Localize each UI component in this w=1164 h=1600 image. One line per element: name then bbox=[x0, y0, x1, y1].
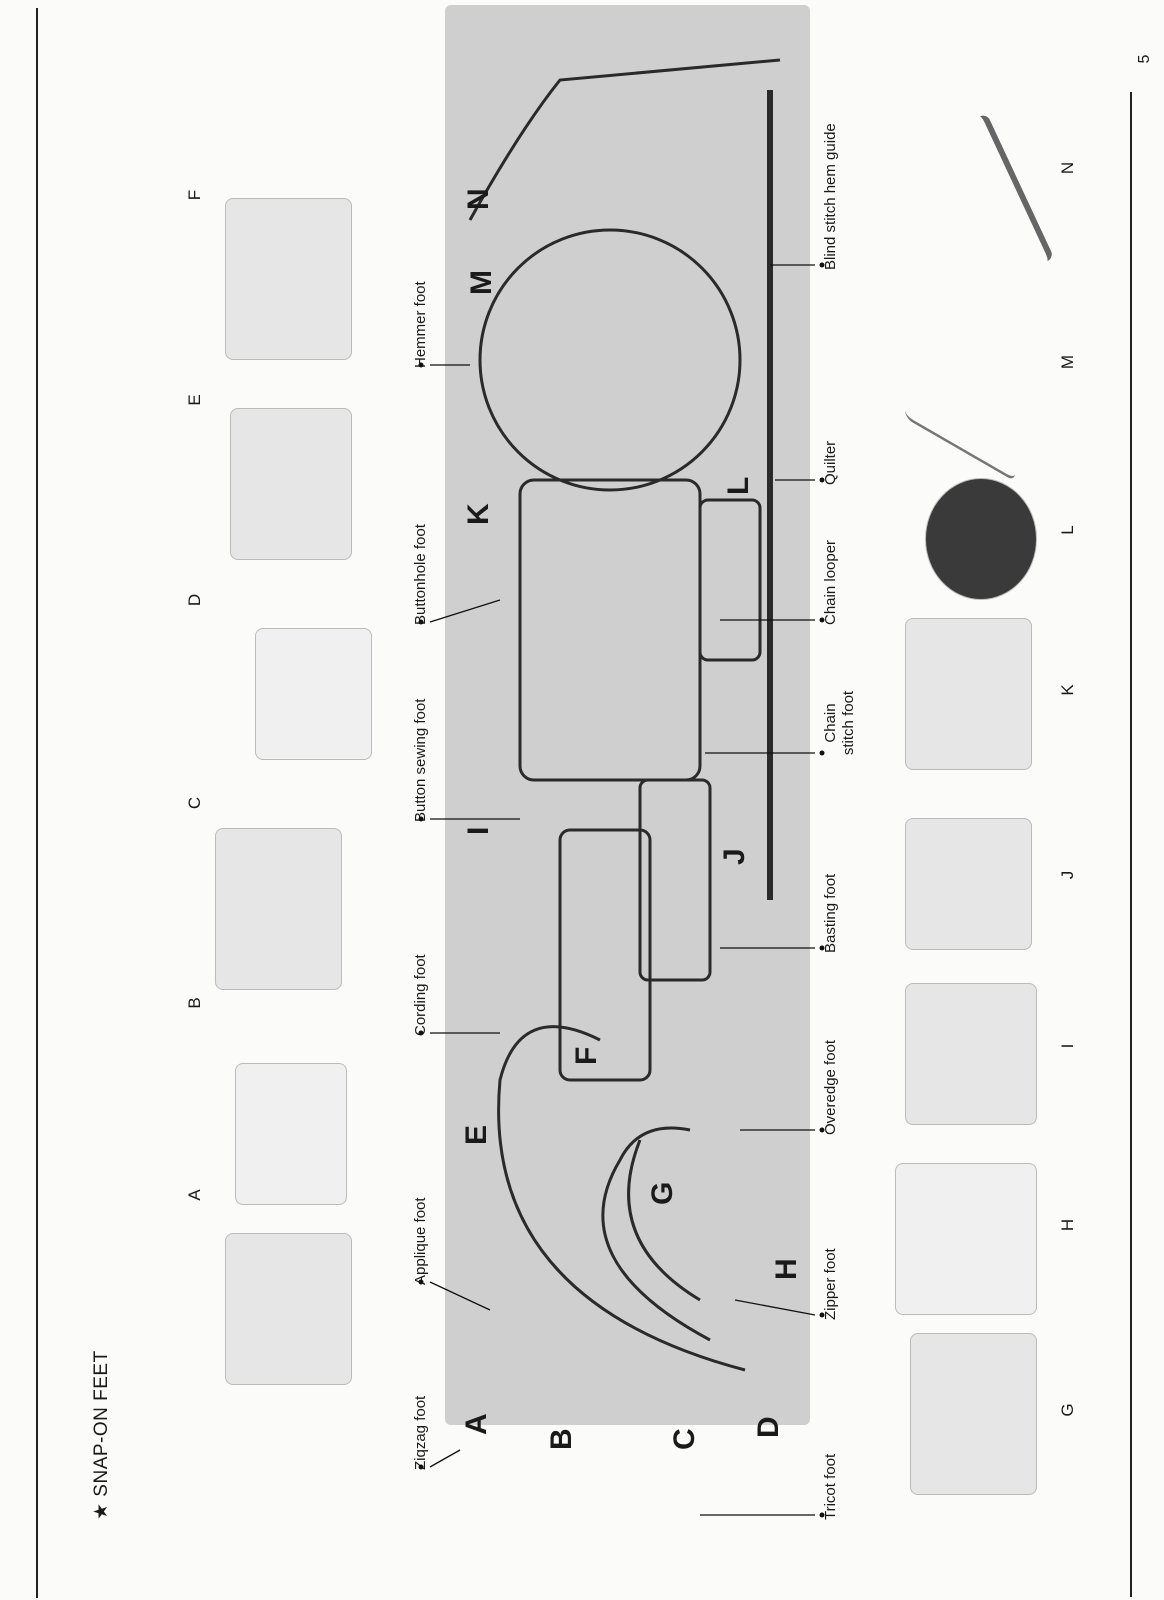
tray-label-n: N bbox=[462, 188, 495, 210]
tray-label-f: F bbox=[570, 1046, 603, 1065]
leader-lines bbox=[429, 264, 816, 1516]
callout-chain-stitch-foot: Chain stitch foot bbox=[822, 690, 857, 756]
chain-looper-outline bbox=[478, 228, 742, 492]
tray-label-e: E bbox=[460, 1124, 493, 1145]
label-n: N bbox=[1058, 161, 1077, 175]
foot-image-h bbox=[895, 1163, 1037, 1315]
tray-label-d: D bbox=[752, 1416, 785, 1438]
foot-image-k bbox=[905, 618, 1032, 770]
foot-image-g bbox=[910, 1333, 1037, 1495]
callout-dots bbox=[418, 262, 825, 1518]
callout-tricot-foot: Tricot foot bbox=[822, 1453, 839, 1520]
label-j: J bbox=[1058, 870, 1077, 880]
tray-label-b: B bbox=[545, 1428, 578, 1450]
foot-outline-j bbox=[518, 478, 702, 782]
tray-label-c: C bbox=[668, 1428, 701, 1450]
label-i: I bbox=[1058, 1043, 1077, 1049]
label-h: H bbox=[1058, 1218, 1077, 1232]
blind-stitch-guide-outline bbox=[468, 58, 781, 221]
foot-outline-b bbox=[601, 1126, 711, 1342]
tray-label-j: J bbox=[718, 848, 751, 865]
foot-outline-k bbox=[698, 498, 762, 662]
label-m: M bbox=[1058, 354, 1077, 370]
foot-image-i bbox=[905, 983, 1037, 1125]
callout-quilter: Quilter bbox=[822, 440, 839, 485]
tray-label-i: I bbox=[462, 826, 495, 835]
callout-basting-foot: Basting foot bbox=[822, 873, 839, 953]
foot-outline-c bbox=[627, 1139, 701, 1302]
callout-chain-looper: Chain looper bbox=[822, 539, 839, 625]
callout-blind-stitch-hem-guide: Blind stitch hem guide bbox=[822, 123, 839, 270]
label-l: L bbox=[1058, 525, 1077, 535]
label-k: K bbox=[1058, 684, 1077, 696]
tray-label-h: H bbox=[770, 1258, 803, 1280]
page-left-rule bbox=[36, 8, 38, 1598]
foot-image-l bbox=[925, 478, 1037, 600]
tray-label-k: K bbox=[462, 503, 495, 525]
page-bottom-rule bbox=[1130, 92, 1132, 1597]
foot-image-j bbox=[905, 818, 1032, 950]
tray-label-m: M bbox=[465, 270, 498, 295]
callout-overedge-foot: Overedge foot bbox=[822, 1039, 839, 1135]
foot-outline-a bbox=[497, 1025, 746, 1372]
tray-label-g: G bbox=[646, 1181, 679, 1205]
foot-outline-g bbox=[558, 828, 652, 1082]
tray-label-a: A bbox=[460, 1413, 493, 1435]
callout-zipper-foot: Zipper foot bbox=[822, 1248, 839, 1320]
tray-label-l: L bbox=[722, 476, 755, 495]
label-g: G bbox=[1058, 1403, 1077, 1417]
